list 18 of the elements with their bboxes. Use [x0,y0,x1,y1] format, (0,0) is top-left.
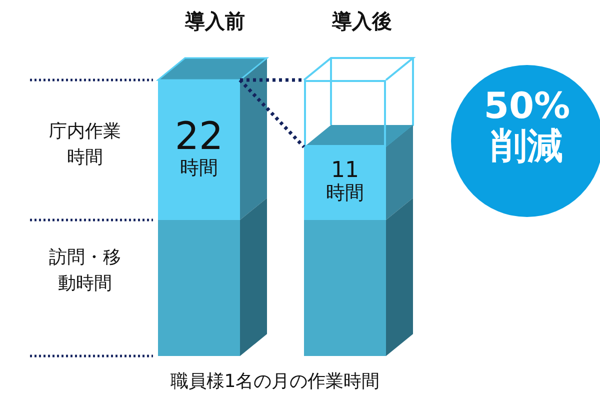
row-label: 庁内作業時間 [49,120,121,170]
value-text: 11 [331,159,359,183]
row-label: 訪問・移動時間 [49,246,121,296]
column-heading: 導入前 [185,8,245,35]
empty-bar-segment [304,80,386,147]
unit-text: 削減 [491,126,563,166]
bar-segment [304,220,386,356]
column-heading: 導入後 [332,8,392,35]
value-text: 50% [484,87,570,127]
unit-text: 時間 [180,158,218,179]
bar-segment [304,147,386,220]
dotted-connector [238,78,306,148]
bar-segment [158,220,240,356]
unit-text: 時間 [326,183,364,204]
axis-caption: 職員様1名の月の作業時間 [170,370,380,393]
dotted-connector [240,78,304,82]
value-text: 22 [174,116,224,158]
bar-segment [158,80,240,220]
